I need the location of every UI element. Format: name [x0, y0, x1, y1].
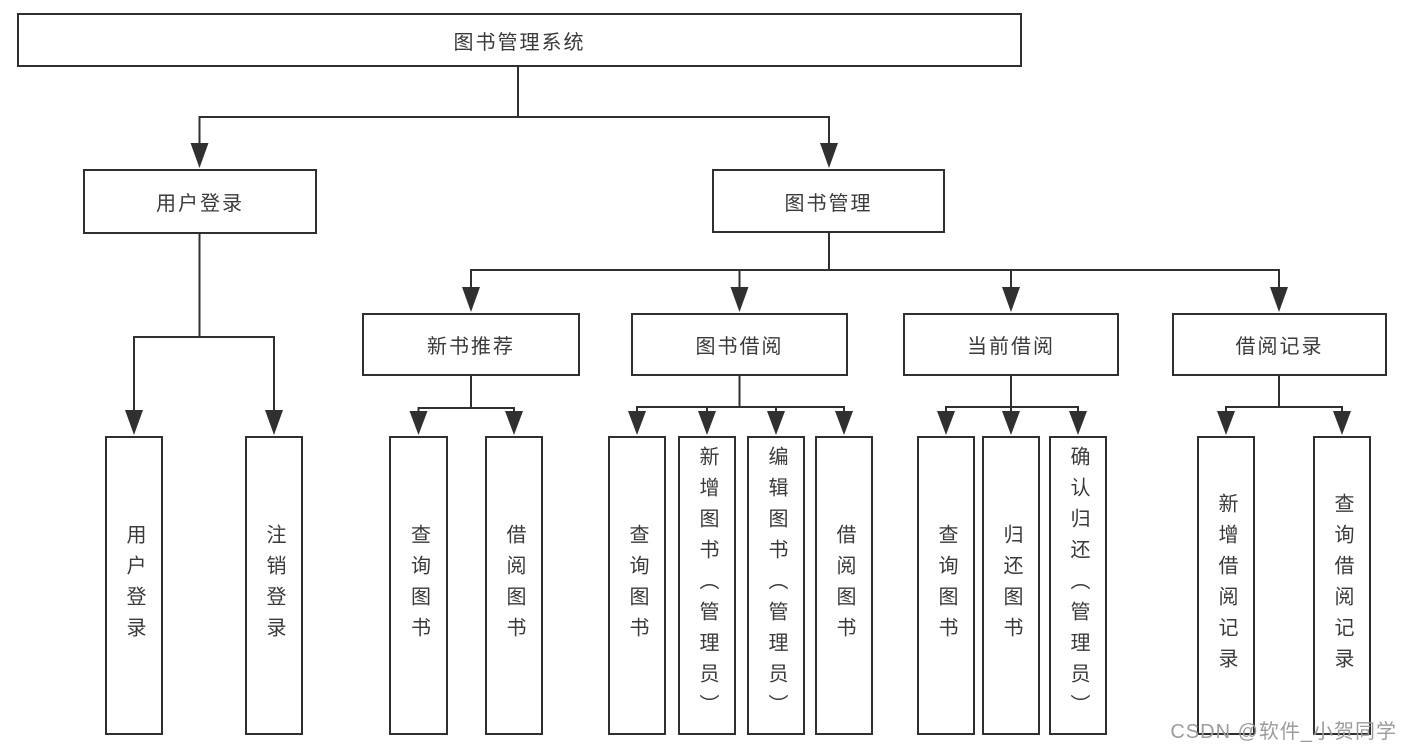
node-leaf-add-borrow-record: 新增借阅记录 [1197, 436, 1255, 735]
node-label: 图书管理 [784, 192, 873, 215]
node-label: 用户登录 [156, 193, 244, 215]
node-leaf-edit-books-admin: 编辑图书（管理员） [747, 436, 805, 735]
node-book-borrowing: 图书借阅 [631, 313, 848, 376]
node-leaf-query-books-recommend: 查询图书 [389, 436, 448, 735]
node-borrowing-records: 借阅记录 [1172, 313, 1387, 376]
node-label: 借阅记录 [1235, 336, 1324, 358]
node-leaf-confirm-return-admin: 确认归还（管理员） [1049, 436, 1107, 735]
node-label: 编辑图书（管理员） [765, 446, 787, 725]
node-label: 归还图书 [1000, 523, 1022, 648]
node-leaf-borrow-books-recommend: 借阅图书 [485, 436, 543, 735]
node-label: 新增图书（管理员） [696, 446, 718, 725]
node-library-management-system: 图书管理系统 [17, 13, 1022, 67]
node-label: 查询图书 [626, 523, 648, 648]
node-book-management: 图书管理 [712, 169, 945, 233]
node-label: 图书管理系统 [453, 31, 586, 54]
node-label: 新增借阅记录 [1215, 492, 1237, 679]
node-label: 注销登录 [263, 523, 285, 648]
node-leaf-add-books-admin: 新增图书（管理员） [678, 436, 736, 735]
node-label: 图书借阅 [695, 336, 784, 358]
node-leaf-query-borrow-record: 查询借阅记录 [1313, 436, 1371, 735]
node-leaf-borrow-books: 借阅图书 [815, 436, 873, 735]
node-label: 确认归还（管理员） [1067, 446, 1089, 725]
node-label: 查询借阅记录 [1331, 492, 1353, 679]
node-leaf-return-books: 归还图书 [982, 436, 1040, 735]
node-leaf-query-books-borrow: 查询图书 [608, 436, 666, 735]
node-label: 查询图书 [407, 523, 430, 648]
node-leaf-query-books-current: 查询图书 [917, 436, 975, 735]
node-user-login: 用户登录 [83, 169, 317, 234]
node-new-book-recommendation: 新书推荐 [362, 313, 580, 376]
node-label: 当前借阅 [967, 336, 1055, 358]
node-leaf-user-login: 用户登录 [105, 436, 163, 735]
node-current-borrowing: 当前借阅 [903, 313, 1119, 376]
node-label: 借阅图书 [503, 523, 525, 648]
csdn-watermark: CSDN @软件_小贺同学 [1170, 721, 1397, 743]
node-label: 借阅图书 [833, 523, 855, 648]
node-label: 新书推荐 [427, 336, 515, 358]
node-label: 用户登录 [123, 523, 145, 648]
node-leaf-logout: 注销登录 [245, 436, 303, 735]
node-label: 查询图书 [935, 523, 957, 648]
